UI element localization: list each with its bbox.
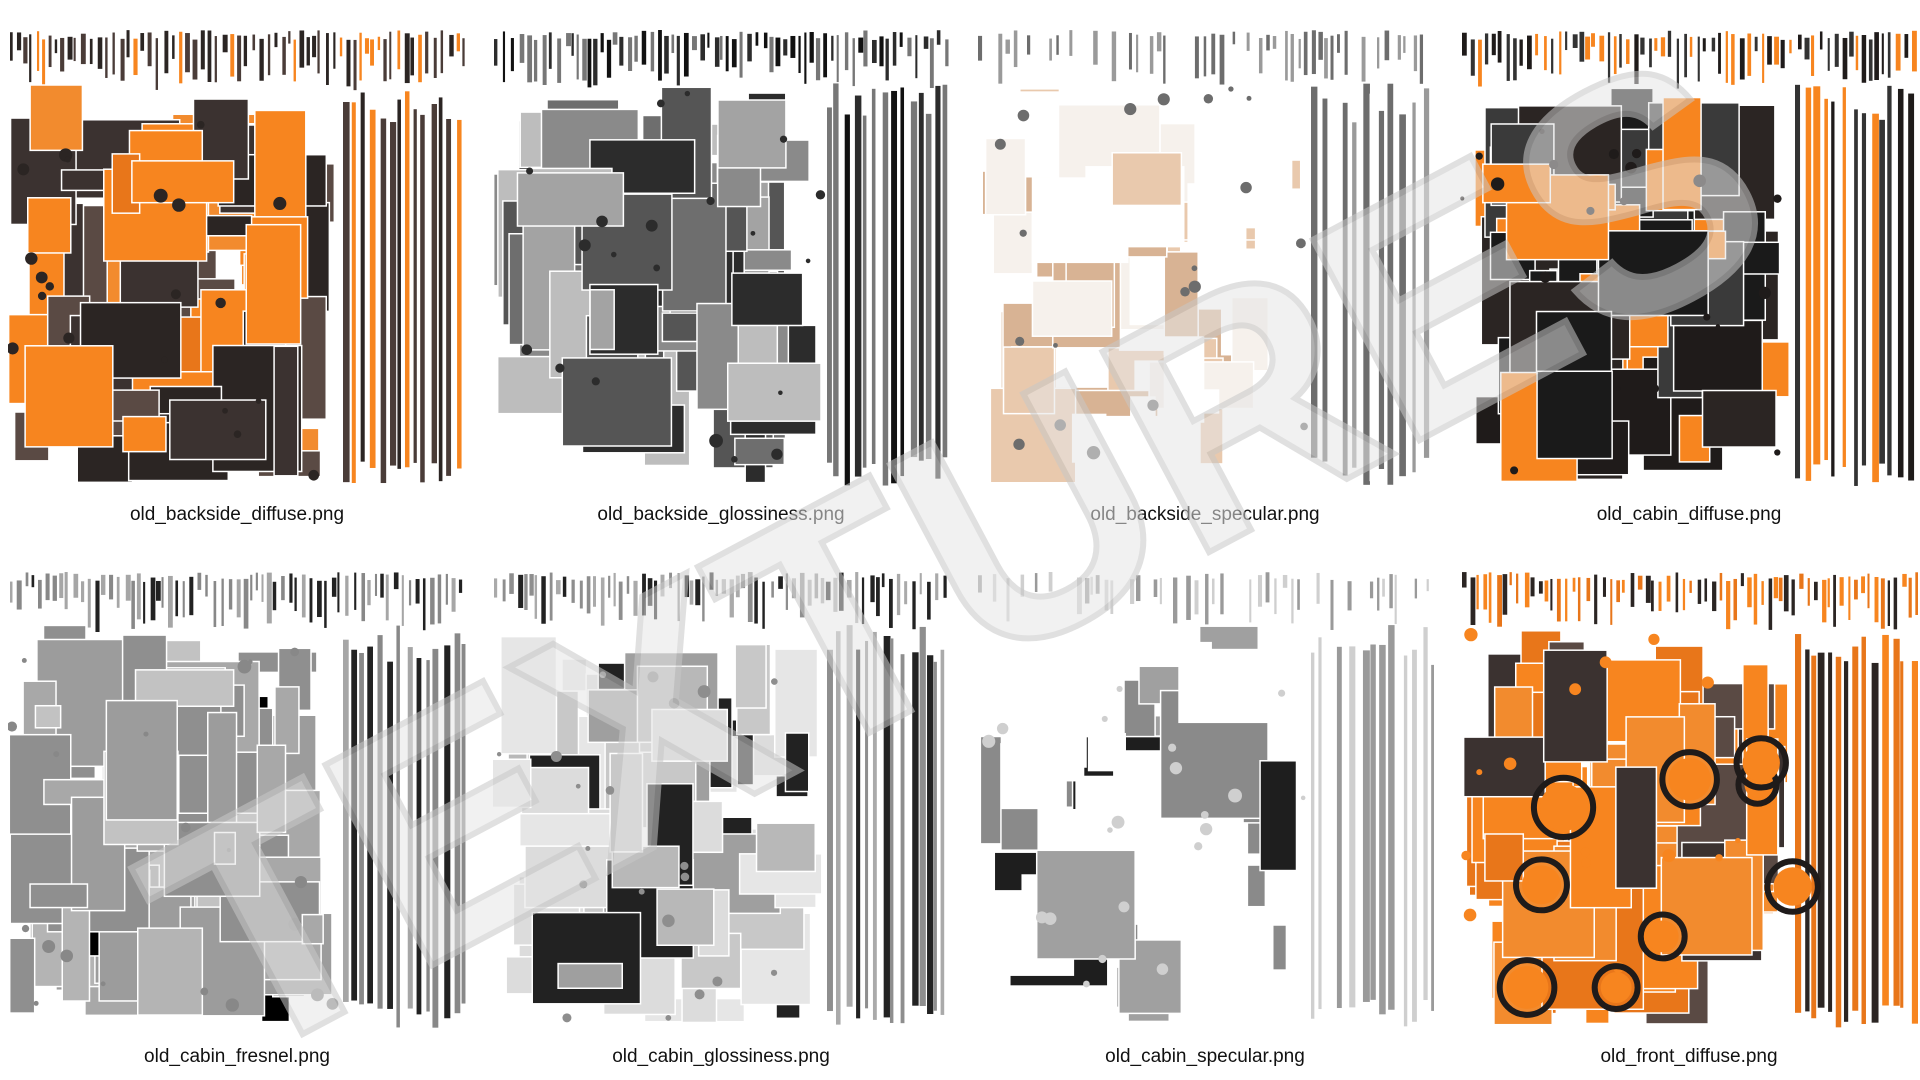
- texture-filename: old_cabin_diffuse.png: [1596, 504, 1782, 525]
- texture-thumbnail: [492, 570, 950, 1028]
- texture-thumbnail: [492, 28, 950, 486]
- texture-filename: old_backside_glossiness.png: [597, 504, 845, 525]
- texture-filename: old_cabin_glossiness.png: [612, 1046, 830, 1067]
- texture-map-image: [492, 570, 950, 1028]
- texture-tile-6[interactable]: old_cabin_glossiness.png: [492, 570, 950, 1067]
- texture-map-image: [492, 28, 950, 486]
- texture-map-image: [976, 570, 1434, 1028]
- texture-thumbnail: [8, 570, 466, 1028]
- texture-tile-8[interactable]: old_front_diffuse.png: [1460, 570, 1918, 1067]
- texture-thumbnail: [976, 28, 1434, 486]
- texture-thumbnail: [976, 570, 1434, 1028]
- texture-thumbnail: [8, 28, 466, 486]
- texture-tile-4[interactable]: old_cabin_diffuse.png: [1460, 28, 1918, 525]
- texture-thumbnail: [1460, 570, 1918, 1028]
- texture-map-image: [976, 28, 1434, 486]
- texture-filename: old_backside_specular.png: [1090, 504, 1320, 525]
- texture-map-image: [1460, 28, 1918, 486]
- texture-filename: old_cabin_specular.png: [1105, 1046, 1305, 1067]
- texture-tile-1[interactable]: old_backside_diffuse.png: [8, 28, 466, 525]
- texture-tile-5[interactable]: old_cabin_fresnel.png: [8, 570, 466, 1067]
- texture-filename: old_backside_diffuse.png: [129, 504, 345, 525]
- texture-filename: old_front_diffuse.png: [1600, 1046, 1778, 1067]
- texture-map-image: [8, 28, 466, 486]
- texture-tile-7[interactable]: old_cabin_specular.png: [976, 570, 1434, 1067]
- texture-map-image: [8, 570, 466, 1028]
- texture-thumbnail: [1460, 28, 1918, 486]
- texture-tile-2[interactable]: old_backside_glossiness.png: [492, 28, 950, 525]
- texture-tile-3[interactable]: old_backside_specular.png: [976, 28, 1434, 525]
- texture-filename: old_cabin_fresnel.png: [144, 1046, 330, 1067]
- texture-map-image: [1460, 570, 1918, 1028]
